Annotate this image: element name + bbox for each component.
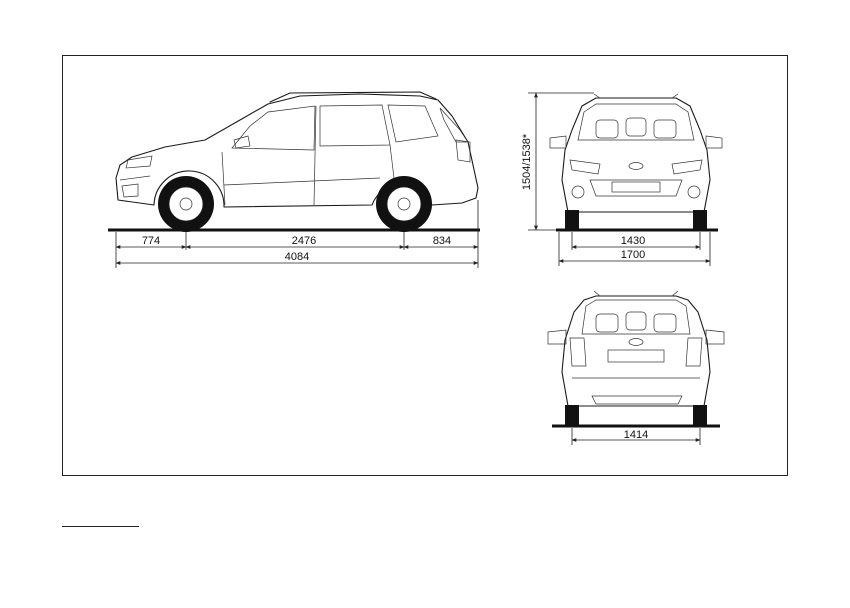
rear-tire-left [565,405,579,426]
front-view [549,93,723,232]
rear-tire-right [693,405,707,426]
headlamp-right [671,159,703,175]
rear-logo [628,338,644,346]
wheelbase-label: 2476 [292,235,316,247]
overall-length-label: 4084 [285,251,309,263]
headlamp-left [569,159,601,175]
drawing-frame [62,55,788,476]
quarter-window [387,104,439,143]
front-wheel-hub [179,197,193,211]
b-pillar [313,105,317,206]
headlamp [125,155,153,169]
rear-body-outline [561,295,711,407]
front-track-label: 1430 [621,235,645,247]
front-tire-left [565,210,579,230]
front-seat-left [595,119,619,139]
front-grille [589,179,683,197]
tail-lamp-right [685,337,703,367]
side-view [108,91,480,232]
rear-seat-left [595,313,619,333]
front-overhang-label: 774 [142,235,160,247]
fog-lamp-left [571,185,585,199]
overall-width-label: 1700 [621,249,645,261]
footnote-separator [62,526,139,527]
tail-glass [439,107,469,143]
rear-diffuser [591,395,683,405]
front-seat-center [625,117,647,137]
rear-mirror-left [547,329,567,345]
rear-window-glass [581,299,691,335]
body-side-molding [223,177,381,186]
tail-lamp-left [569,337,587,367]
tail-lamp [455,139,471,163]
rear-plate [607,349,665,363]
windshield [577,103,695,141]
front-tire-right [693,210,707,230]
front-plate [611,181,661,193]
rear-seat-right [653,313,677,333]
rear-mirror-right [705,329,725,345]
front-mirror-right [705,135,723,149]
rear-view [547,290,725,428]
front-mirror-left [549,135,567,149]
front-seat-right [653,119,677,139]
front-body-outline [561,97,711,213]
front-door-edge [221,151,226,206]
front-window [231,105,316,151]
rear-wheel-rim [386,186,422,222]
front-wheel-rim [168,186,204,222]
roof-rail [269,91,437,103]
front-bumper-line [119,175,151,181]
rear-dimensions: 1414 [571,428,701,445]
fog-lamp [121,183,139,198]
side-dimensions: 774 2476 834 4084 [115,200,479,268]
rear-door-edge [389,144,395,179]
front-logo [628,162,644,170]
side-mirror [233,135,251,149]
rear-wheel-hub [397,197,411,211]
rear-window [319,104,391,147]
front-dimensions: 1504/1538* 1430 1700 [521,92,711,266]
fog-lamp-right [687,185,701,199]
rear-track-label: 1414 [624,429,648,441]
rear-roof-rails [593,290,679,297]
rear-overhang-label: 834 [433,235,451,247]
height-label: 1504/1538* [521,133,533,190]
rear-seat-center [625,311,647,331]
front-roof-rails [593,93,679,99]
